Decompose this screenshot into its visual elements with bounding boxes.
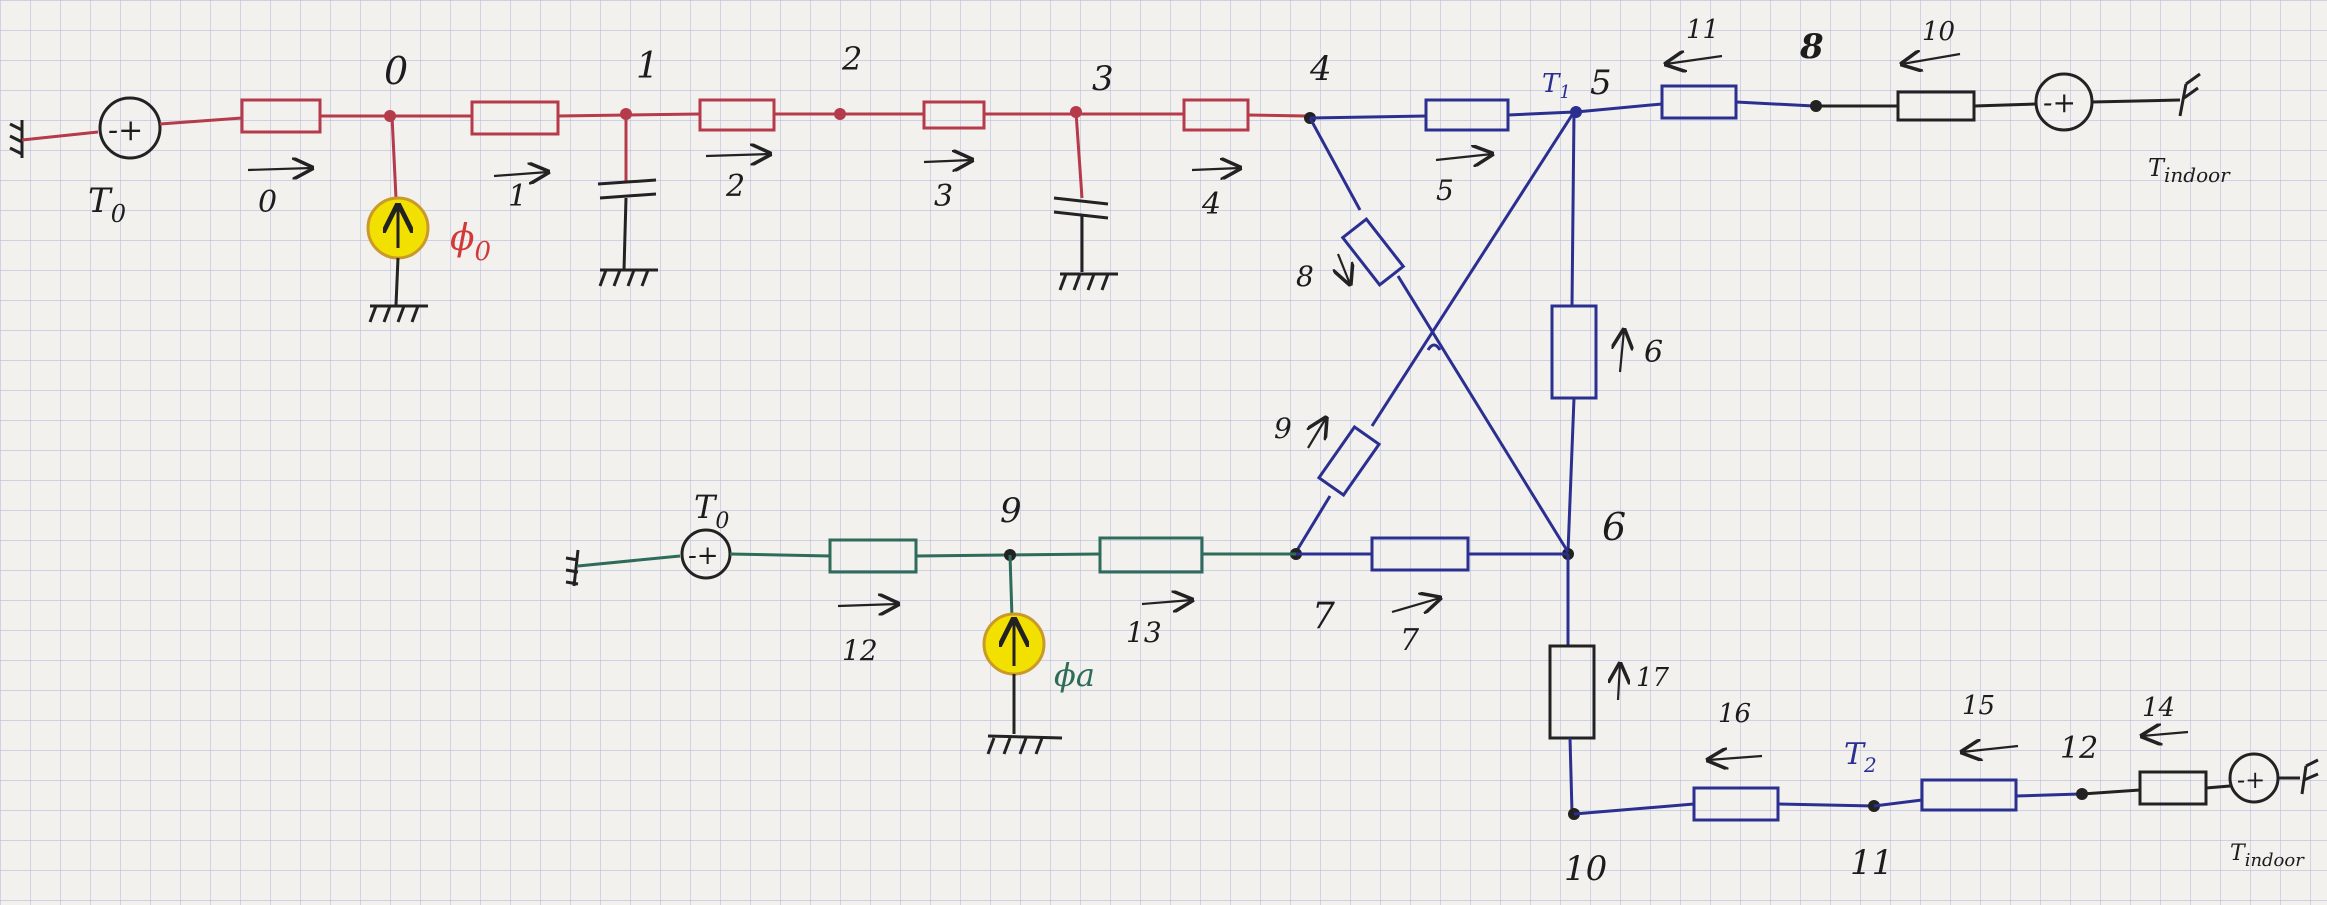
branch-6-label: 6 [1644, 335, 1663, 370]
indoor-reference-icon [2178, 72, 2201, 117]
branch-0-arrow [247, 168, 312, 170]
branch-1-arrow [493, 172, 548, 176]
branch-15-arrow [1962, 746, 2019, 752]
branch-0-label: 0 [258, 185, 277, 220]
lower-network: -+ 17 16 15 14 10 11 12 T2 Tindoor [1548, 554, 2319, 889]
indoor-temp-label: Tindoor [2148, 154, 2231, 187]
branch-17-label: 17 [1636, 663, 1670, 693]
branch-7-arrow [1391, 598, 1440, 612]
branch-10-arrow [1902, 54, 1961, 64]
temperature-source-icon: -+ [2034, 72, 2094, 132]
node-3-label: 3 [1092, 59, 1114, 99]
branch-5-label: 5 [1436, 174, 1454, 207]
resistor-1 [470, 100, 560, 136]
branch-2-arrow [705, 154, 770, 156]
node-4-label: 4 [1309, 49, 1332, 89]
heat-flux-source-icon [366, 196, 430, 260]
heat-flux-source-icon [982, 612, 1046, 676]
node-0-label: 0 [384, 49, 408, 93]
branch-14-label: 14 [2142, 693, 2175, 723]
t2-label: T2 [1844, 737, 1877, 777]
branch-3-label: 3 [934, 179, 953, 214]
branch-17-arrow [1618, 664, 1620, 701]
branch-6-arrow [1620, 330, 1624, 373]
ground-icon [565, 549, 580, 587]
temperature-source-icon: -+ [98, 96, 162, 160]
node-12-label: 12 [2060, 731, 2098, 766]
flux-phi0-label: ϕ0 [450, 218, 491, 267]
branch-10-label: 10 [1922, 17, 1955, 47]
svg-text:-+: -+ [2043, 86, 2076, 119]
branch-16-arrow [1708, 756, 1763, 760]
resistor-8 [1340, 217, 1406, 287]
branch-8-label: 8 [1296, 260, 1314, 293]
ground-icon [986, 734, 1063, 755]
branch-2-label: 2 [725, 169, 745, 204]
node-0-dot [384, 110, 396, 122]
svg-text:-+: -+ [2237, 766, 2265, 794]
svg-text:-+: -+ [108, 113, 143, 148]
source-t0-label: T0 [694, 488, 729, 534]
node-11-label: 11 [1850, 843, 1893, 883]
branch-11-arrow [1666, 56, 1723, 64]
source-t0-label: T0 [88, 181, 126, 228]
node-5-label: 5 [1590, 63, 1612, 103]
branch-1-label: 1 [508, 179, 527, 214]
node-7-label: 7 [1312, 596, 1335, 637]
branch-8-arrow [1338, 253, 1350, 284]
capacitor-icon [597, 178, 657, 200]
branch-14-arrow [2142, 732, 2189, 736]
t1-label: T1 [1542, 69, 1571, 103]
branch-7-label: 7 [1400, 623, 1420, 658]
ground-icon [1058, 272, 1118, 291]
branch-11-label: 11 [1686, 15, 1719, 45]
branch-12-arrow [837, 604, 898, 606]
branch-13-arrow [1141, 600, 1192, 604]
blue-network: -+ 5 6 [1274, 15, 2231, 658]
node-2-label: 2 [841, 40, 862, 78]
wire-crossover [1426, 343, 1442, 351]
branch-4-arrow [1191, 168, 1240, 170]
branch-4-label: 4 [1201, 187, 1221, 222]
green-network: -+ T0 9 12 13 ϕa [565, 488, 1296, 755]
svg-text:-+: -+ [688, 541, 719, 571]
node-2-dot [834, 108, 846, 120]
indoor-reference-icon [2300, 758, 2319, 795]
red-network: -+ [9, 40, 1332, 323]
branch-5-arrow [1435, 154, 1492, 160]
node-6-label: 6 [1602, 505, 1626, 549]
resistor-17 [1548, 644, 1596, 740]
resistor-9 [1316, 424, 1382, 498]
branch-15-label: 15 [1962, 691, 1995, 721]
flux-phia-label: ϕa [1054, 656, 1095, 694]
branch-3-arrow [923, 160, 972, 162]
branch-12-label: 12 [842, 634, 878, 667]
branch-16-label: 16 [1718, 699, 1751, 729]
ground-icon [598, 268, 658, 287]
temperature-source-icon: -+ [2228, 752, 2280, 804]
capacitor-icon [1053, 196, 1109, 220]
branch-13-label: 13 [1126, 616, 1162, 649]
indoor-temp-label: Tindoor [2230, 841, 2305, 871]
node-10-label: 10 [1564, 849, 1607, 889]
branch-9-label: 9 [1274, 412, 1292, 445]
ground-icon [368, 304, 428, 323]
node-9-label: 9 [1000, 491, 1022, 531]
branch-9-arrow [1308, 418, 1326, 449]
node-8-label: 8 [1799, 27, 1824, 67]
node-1-label: 1 [636, 46, 659, 87]
